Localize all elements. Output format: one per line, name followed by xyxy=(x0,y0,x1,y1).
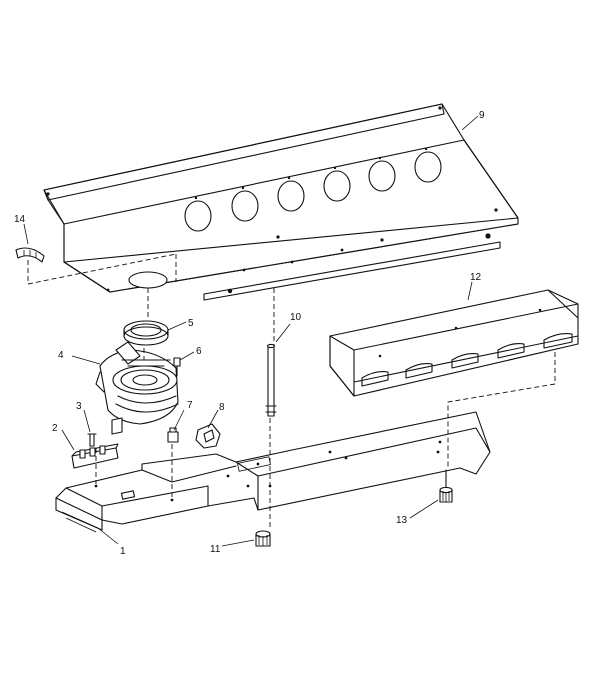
callout-2: 2 xyxy=(52,423,58,434)
callout-9: 9 xyxy=(479,110,485,121)
callout-13: 13 xyxy=(396,515,408,526)
callout-14: 14 xyxy=(14,214,26,225)
callout-7: 7 xyxy=(187,400,193,411)
part-5-clamp-ring xyxy=(123,320,169,346)
part-8-clip xyxy=(195,423,221,449)
part-2-terminal-block xyxy=(71,443,119,469)
callout-8: 8 xyxy=(219,402,225,413)
part-4-blower-motor xyxy=(95,341,179,435)
part-12-channel-cover xyxy=(329,289,579,397)
part-3-screw xyxy=(87,433,97,447)
part-7-standoff xyxy=(167,427,179,443)
callout-11: 11 xyxy=(210,544,221,555)
part-9-top-panel xyxy=(43,103,519,301)
callout-1: 1 xyxy=(120,546,126,557)
callout-4: 4 xyxy=(58,350,64,361)
part-1-base-plate xyxy=(55,411,491,533)
part-10-support-rod xyxy=(265,343,277,417)
callout-6: 6 xyxy=(196,346,202,357)
part-13-foot xyxy=(439,469,453,503)
assembly-alignment-lines xyxy=(27,253,556,530)
part-6-screw xyxy=(173,357,181,377)
part-14-bracket-clip xyxy=(15,247,45,263)
callout-3: 3 xyxy=(76,401,82,412)
callout-labels: 1 2 3 4 5 6 7 8 9 10 11 12 13 14 xyxy=(14,110,485,557)
leader-lines xyxy=(23,115,479,547)
callout-5: 5 xyxy=(188,318,194,329)
callout-10: 10 xyxy=(290,312,302,323)
part-11-foot xyxy=(255,530,271,547)
callout-12: 12 xyxy=(470,272,482,283)
